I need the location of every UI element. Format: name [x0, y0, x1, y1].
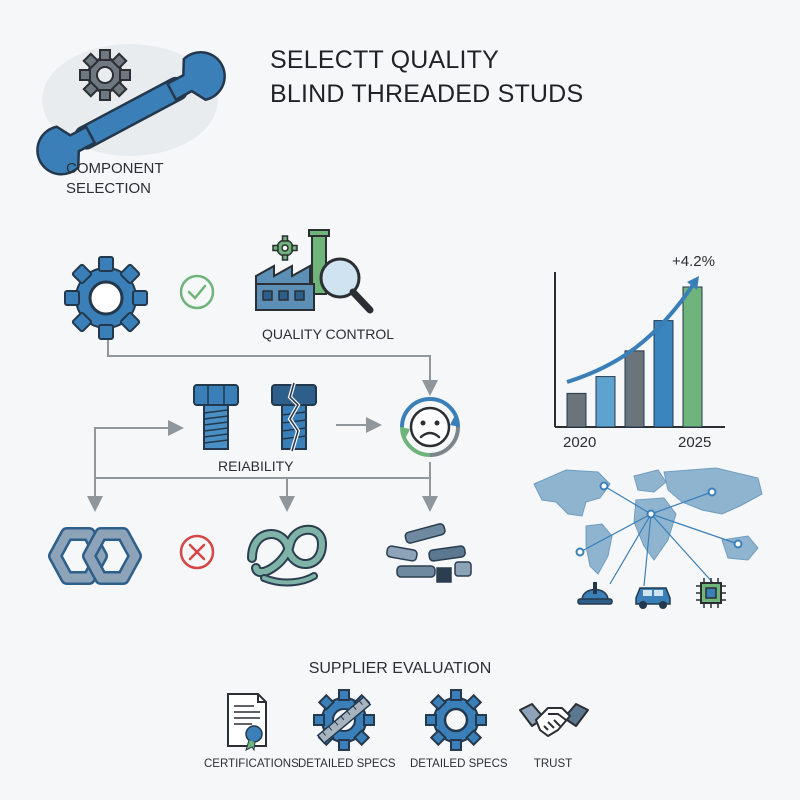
- car-icon: [635, 587, 671, 609]
- broken-bolt-icon: [271, 382, 317, 452]
- quality-control-label: QUALITY CONTROL: [262, 326, 394, 342]
- tangled-thread-icon: [247, 524, 328, 587]
- supplier-item-label-3: DETAILED SPECS: [410, 758, 508, 770]
- scattered-bolts-icon: [386, 523, 472, 583]
- x-circle-icon: [179, 534, 215, 570]
- hard-hat-icon: [577, 582, 613, 605]
- wrench-gear-icon: [36, 44, 226, 176]
- title-line-1: SELECTT QUALITY: [270, 46, 499, 74]
- chart-bar-1: [566, 392, 587, 428]
- handshake-icon: [519, 703, 589, 737]
- certificate-icon: [227, 693, 267, 752]
- supplier-gear-icon: [425, 689, 487, 751]
- check-circle-icon: [179, 274, 215, 310]
- sad-face-cycle-icon: [400, 397, 460, 457]
- bolt-icon: [193, 384, 239, 450]
- chart-annotation: +4.2%: [672, 253, 715, 270]
- trend-arrow: [566, 280, 697, 384]
- chart-bar-2: [595, 376, 616, 428]
- supplier-evaluation-title: SUPPLIER EVALUATION: [308, 660, 492, 677]
- chart-bar-5: [682, 286, 703, 428]
- interlocked-hex-icon: [48, 527, 142, 585]
- world-map: [533, 467, 763, 587]
- chart-bar-4: [653, 320, 674, 428]
- chart-x-start-label: 2020: [563, 434, 597, 451]
- supplier-item-label-4: TRUST: [533, 758, 573, 770]
- gear-ruler-icon: [313, 689, 375, 751]
- component-label-2: SELECTION: [66, 180, 152, 197]
- title-line-2: BLIND THREADED STUDS: [270, 80, 584, 108]
- component-label-1: COMPONENT: [66, 160, 164, 177]
- factory-magnifier-icon: [255, 229, 374, 314]
- reliability-label: REIABILITY: [218, 458, 294, 474]
- chip-icon: [696, 578, 726, 608]
- gear-icon: [64, 256, 148, 340]
- supplier-item-label-2: DETAILED SPECS: [298, 758, 396, 770]
- growth-chart: [554, 272, 725, 428]
- chart-bar-3: [624, 350, 645, 428]
- chart-x-end-label: 2025: [678, 434, 712, 451]
- supplier-item-label-1: CERTIFICATIONS: [204, 758, 299, 770]
- trend-arrow-head: [687, 276, 699, 290]
